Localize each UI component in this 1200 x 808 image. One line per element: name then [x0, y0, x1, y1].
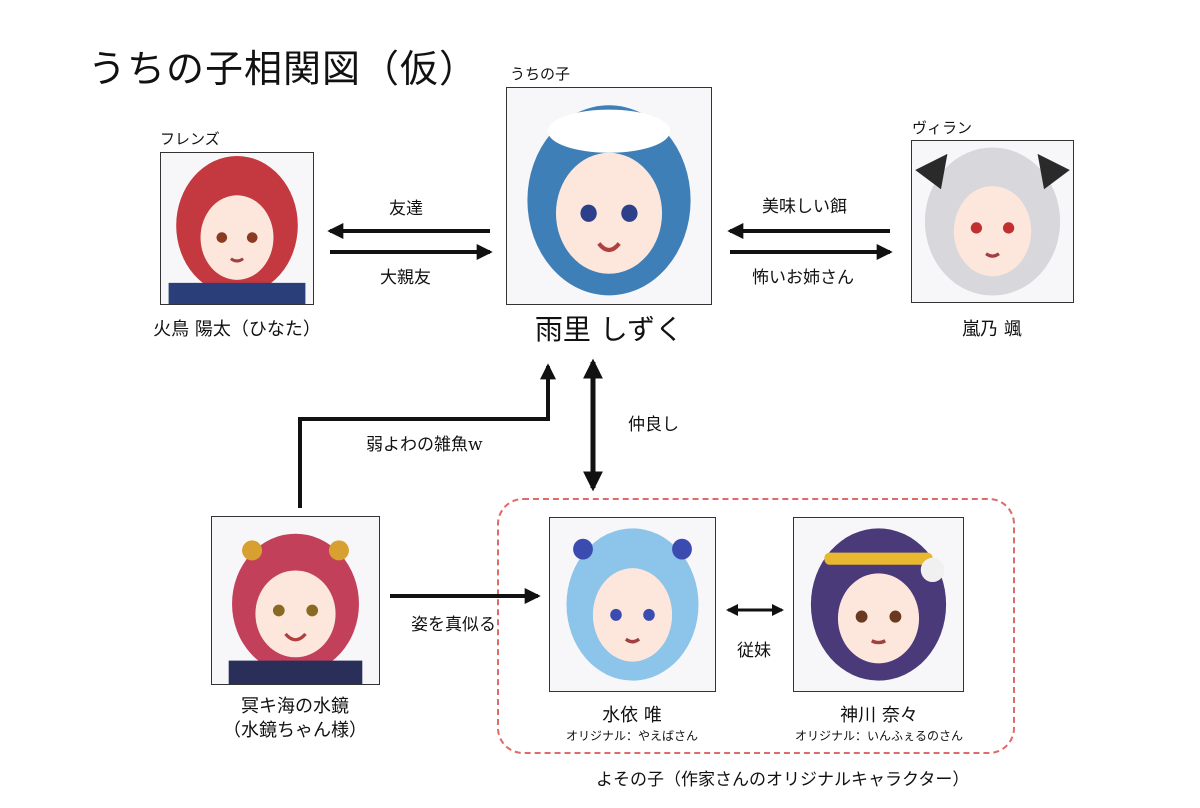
- character-portrait-icon: [228, 533, 363, 684]
- name-nana: 神川 奈々: [840, 705, 918, 726]
- arrow-yowayowa: [298, 363, 556, 508]
- relation-tomodachi: 友達: [389, 199, 423, 219]
- portrait-arashino: [911, 140, 1074, 303]
- name-shizuku: 雨里 しずく: [534, 313, 684, 346]
- yosonoko-group-box: [497, 498, 1015, 754]
- relation-oishii: 美味しい餌: [762, 197, 847, 217]
- name-mizukagami: 冥キ海の水鏡: [241, 696, 349, 717]
- character-portrait-icon: [566, 528, 699, 681]
- category-label-uchinoko: うちの子: [510, 65, 571, 83]
- portrait-shizuku: [506, 87, 712, 305]
- character-portrait-icon: [915, 147, 1070, 296]
- category-label-villain: ヴィラン: [912, 119, 973, 137]
- character-portrait-icon: [168, 156, 306, 304]
- credit-nana: オリジナル：いんふぇるのさん: [794, 729, 963, 743]
- name-yui: 水依 唯: [602, 705, 662, 726]
- relation-daishinyu: 大親友: [380, 268, 431, 288]
- credit-yui: オリジナル：やえばさん: [565, 729, 698, 743]
- relation-yowayowa: 弱よわの雑魚w: [366, 435, 483, 455]
- character-portrait-icon: [527, 105, 691, 296]
- category-label-yosonoko: よその子（作家さんのオリジナルキャラクター）: [596, 770, 970, 790]
- subname-mizukagami: （水鏡ちゃん様）: [223, 720, 367, 741]
- category-label-friends: フレンズ: [160, 130, 220, 148]
- name-hinata: 火鳥 陽太（ひなた）: [153, 319, 321, 340]
- name-arashino: 嵐乃 颯: [962, 319, 1022, 340]
- portrait-hinata: [160, 152, 314, 305]
- portrait-mizukagami: [211, 516, 380, 685]
- relation-kowai: 怖いお姉さん: [752, 268, 854, 288]
- relation-sugata: 姿を真似る: [411, 615, 496, 635]
- character-portrait-icon: [810, 528, 947, 681]
- portrait-nana: [793, 517, 964, 692]
- page-title: うちの子相関図（仮）: [88, 47, 479, 91]
- relation-itoko: 従妹: [737, 641, 771, 661]
- relation-nakayoshi: 仲良し: [628, 415, 679, 435]
- portrait-yui: [549, 517, 716, 692]
